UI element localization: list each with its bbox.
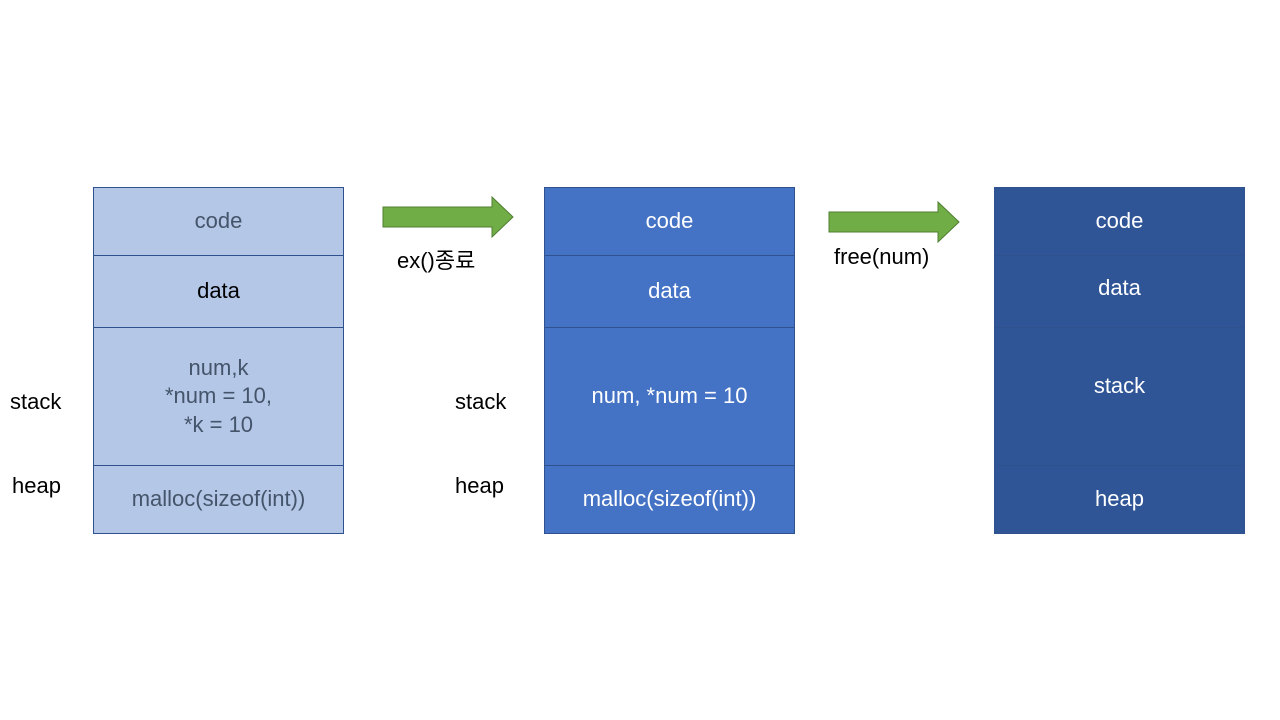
stack-segment: num, *num = 10: [545, 328, 794, 466]
data-segment: data: [94, 256, 343, 328]
arrow-label-free: free(num): [834, 244, 930, 269]
label-heap-left: heap: [12, 473, 61, 498]
arrow-label-function-exit: ex()종료: [397, 248, 476, 273]
code-segment: code: [94, 188, 343, 256]
memory-column-after-free: code data stack heap: [994, 187, 1245, 534]
heap-segment: malloc(sizeof(int)): [94, 466, 343, 533]
heap-segment: malloc(sizeof(int)): [545, 466, 794, 533]
label-stack-left: stack: [10, 389, 62, 414]
memory-column-initial: code data num,k *num = 10, *k = 10 mallo…: [93, 187, 344, 534]
code-segment: code: [995, 188, 1244, 256]
heap-segment: heap: [995, 466, 1244, 533]
data-segment: data: [995, 256, 1244, 328]
stack-segment: num,k *num = 10, *k = 10: [94, 328, 343, 466]
code-segment: code: [545, 188, 794, 256]
data-segment: data: [545, 256, 794, 328]
stack-segment: stack: [995, 328, 1244, 466]
right-arrow-icon: [828, 201, 960, 243]
right-arrow-icon: [382, 196, 514, 238]
memory-column-after-exit: code data num, *num = 10 malloc(sizeof(i…: [544, 187, 795, 534]
label-heap-middle: heap: [455, 473, 504, 498]
label-stack-middle: stack: [455, 389, 507, 414]
